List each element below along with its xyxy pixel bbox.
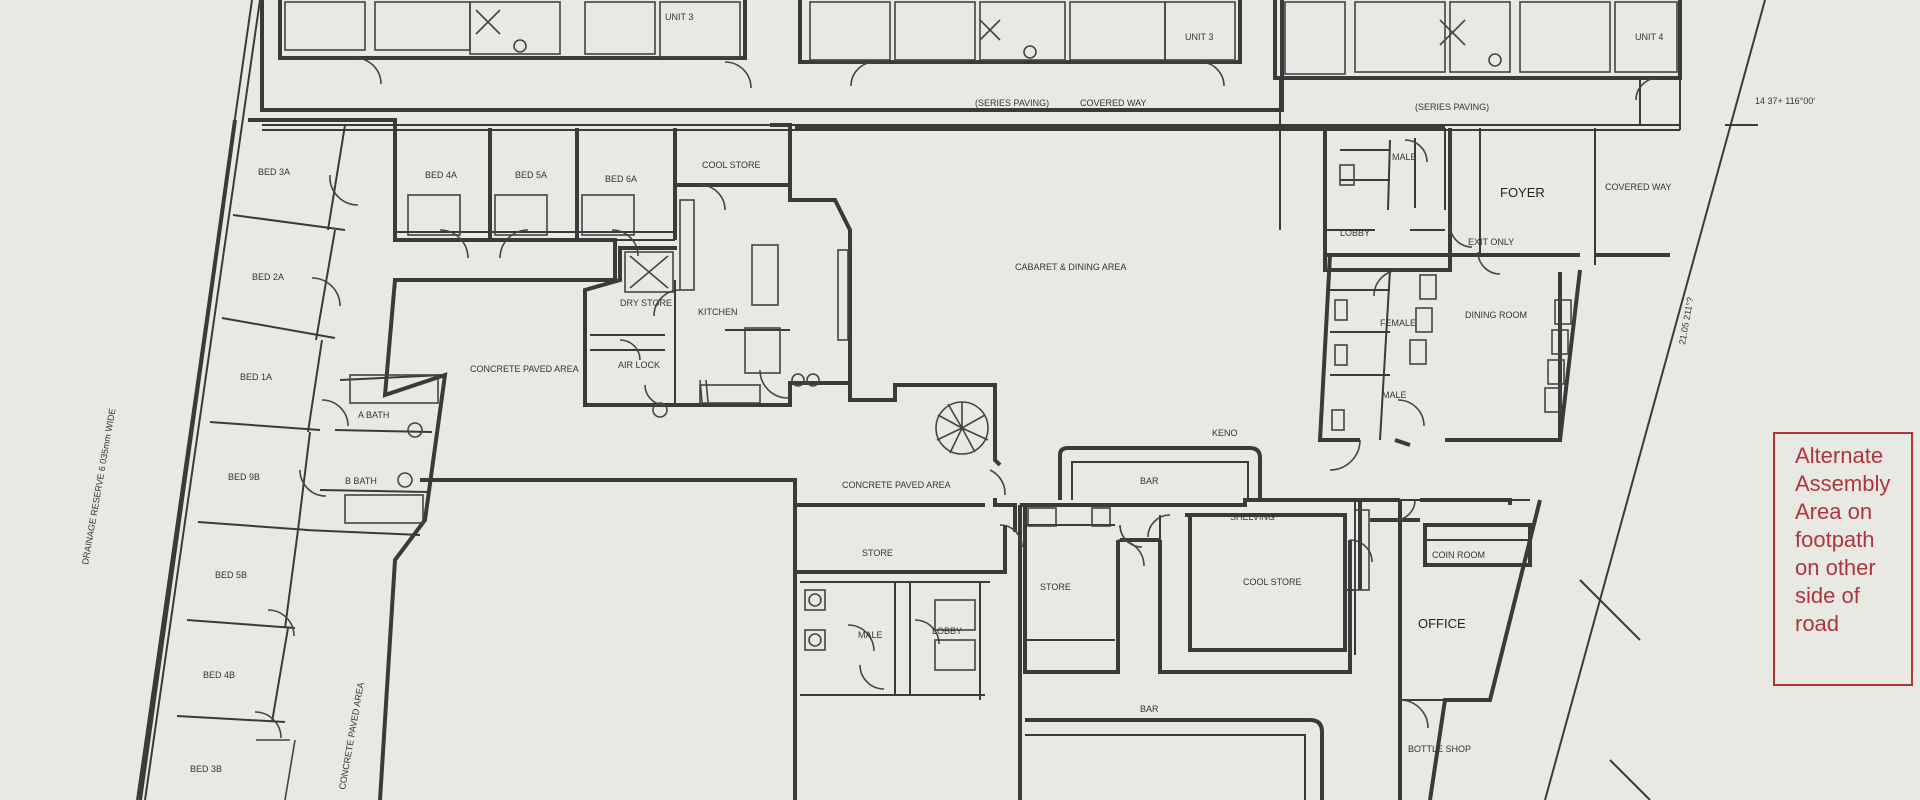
bar-bottom: BAR [1025,704,1324,800]
boundary-dimension-1: 14 37+ 116°00' [1755,96,1815,106]
bed-label-4a: BED 4A [425,170,457,180]
concrete-paved-label-1: CONCRETE PAVED AREA [470,364,579,374]
note-line: on other [1795,555,1876,580]
bar-bottom-label: BAR [1140,704,1159,714]
note-line: footpath [1795,527,1875,552]
covered-way-right-label: COVERED WAY [1605,182,1672,192]
bar-keno: KENO BAR [1018,428,1530,800]
note-line: side of [1795,583,1860,608]
male-mid-label: MALE [1382,390,1407,400]
store-mid-label: STORE [1040,582,1071,592]
bed-label-4b: BED 4B [203,670,235,680]
air-lock-label: AIR LOCK [618,360,660,370]
cool-store-label-2: COOL STORE [1243,577,1302,587]
concrete-paved-label-2: CONCRETE PAVED AREA [842,480,951,490]
note-line: Alternate [1795,443,1884,468]
males-low-label: MALE [858,630,883,640]
coin-room-label: COIN ROOM [1432,550,1485,560]
alternate-assembly-note: Alternate Assembly Area on footpath on o… [1773,432,1913,686]
unit-label-2: UNIT 3 [1185,32,1213,42]
shelving-label: SHELVING [1230,512,1275,522]
kitchen-block: COOL STORE DRY STORE KITCHEN AIR LOCK [583,123,852,418]
bed-label-6a: BED 6A [605,174,637,184]
covered-way-label: COVERED WAY [1080,98,1147,108]
bath-label-b: B BATH [345,476,377,486]
bed-label-2a: BED 2A [252,272,284,282]
cabaret-label: CABARET & DINING AREA [1015,262,1126,272]
note-line: Area on [1795,499,1873,524]
bed-label-9b: BED 9B [228,472,260,482]
bed-label-3b: BED 3B [190,764,222,774]
lower-stores: STORE COOL STORE SHELVING [1023,504,1373,674]
note-line: Assembly [1795,471,1891,496]
series-paving-label-1: (SERIES PAVING) [975,98,1049,108]
unit-label-3: UNIT 4 [1635,32,1663,42]
keno-label: KENO [1212,428,1238,438]
male-top-label: MALE [1392,152,1417,162]
exit-only-label: EXIT ONLY [1468,237,1514,247]
lobby-label: LOBBY [1340,228,1370,238]
bar-top-label: BAR [1140,476,1159,486]
bed-label-5b: BED 5B [215,570,247,580]
office-block: COIN ROOM OFFICE BOTTLE SHOP [1394,499,1542,800]
cabaret-area: CABARET & DINING AREA MALE LOBBY FOYER E… [420,126,1672,532]
bed-label-5a: BED 5A [515,170,547,180]
store-left-label: STORE [862,548,893,558]
kitchen-label: KITCHEN [698,307,738,317]
store-toilets-low: STORE MALE LOBBY [793,505,1023,800]
bottle-shop-label: BOTTLE SHOP [1408,744,1471,754]
series-paving-label-2: (SERIES PAVING) [1415,102,1489,112]
bed-label-1a: BED 1A [240,372,272,382]
bed-label-3a: BED 3A [258,167,290,177]
lobby-low-label: LOBBY [932,626,962,636]
female-label: FEMALE [1380,318,1416,328]
note-line: road [1795,611,1840,636]
spiral-stair [935,401,1006,496]
dry-store-label: DRY STORE [620,298,672,308]
foyer-label: FOYER [1500,185,1545,200]
cool-store-label-1: COOL STORE [702,160,761,170]
bath-label-a: A BATH [358,410,389,420]
unit-label-1: UNIT 3 [665,12,693,22]
dining-room-label: DINING ROOM [1465,310,1527,320]
office-label: OFFICE [1418,616,1466,631]
